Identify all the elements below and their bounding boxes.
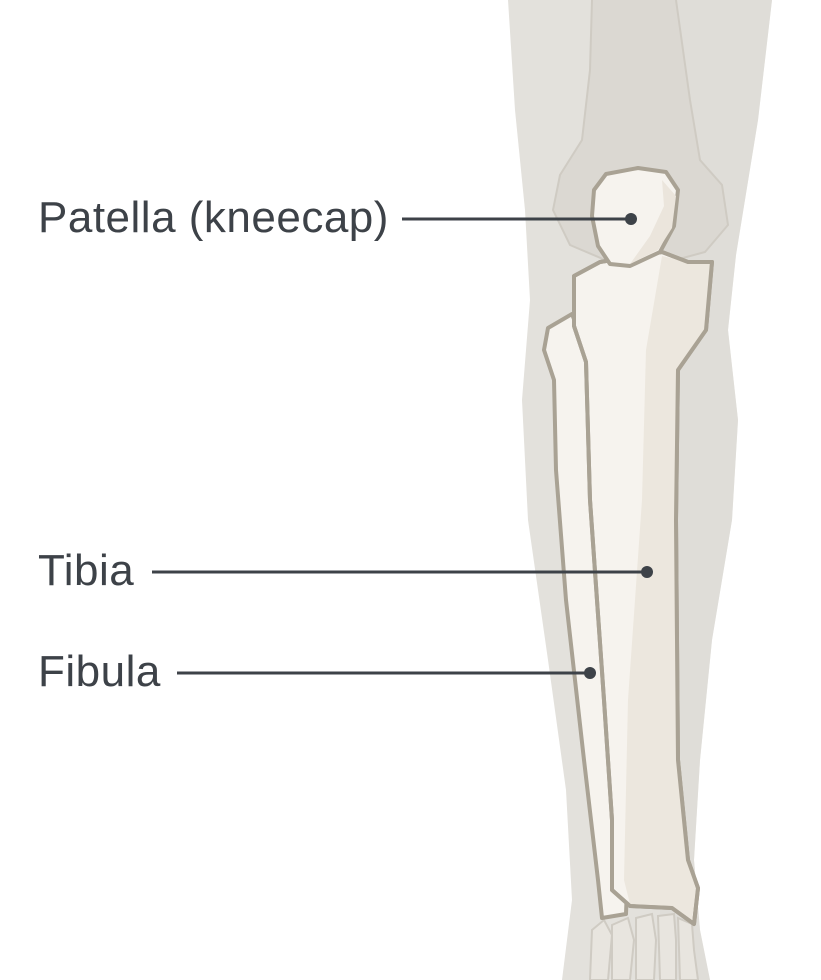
foot-bones <box>588 912 700 980</box>
patella-label: Patella (kneecap) <box>38 193 389 242</box>
tibia-shading <box>624 256 710 920</box>
tibia-label: Tibia <box>38 546 135 595</box>
tibia-marker-dot <box>641 566 653 578</box>
patella-shading <box>630 180 676 264</box>
patella-marker-dot <box>625 213 637 225</box>
fibula-label: Fibula <box>38 647 161 696</box>
fibula-marker-dot <box>584 667 596 679</box>
